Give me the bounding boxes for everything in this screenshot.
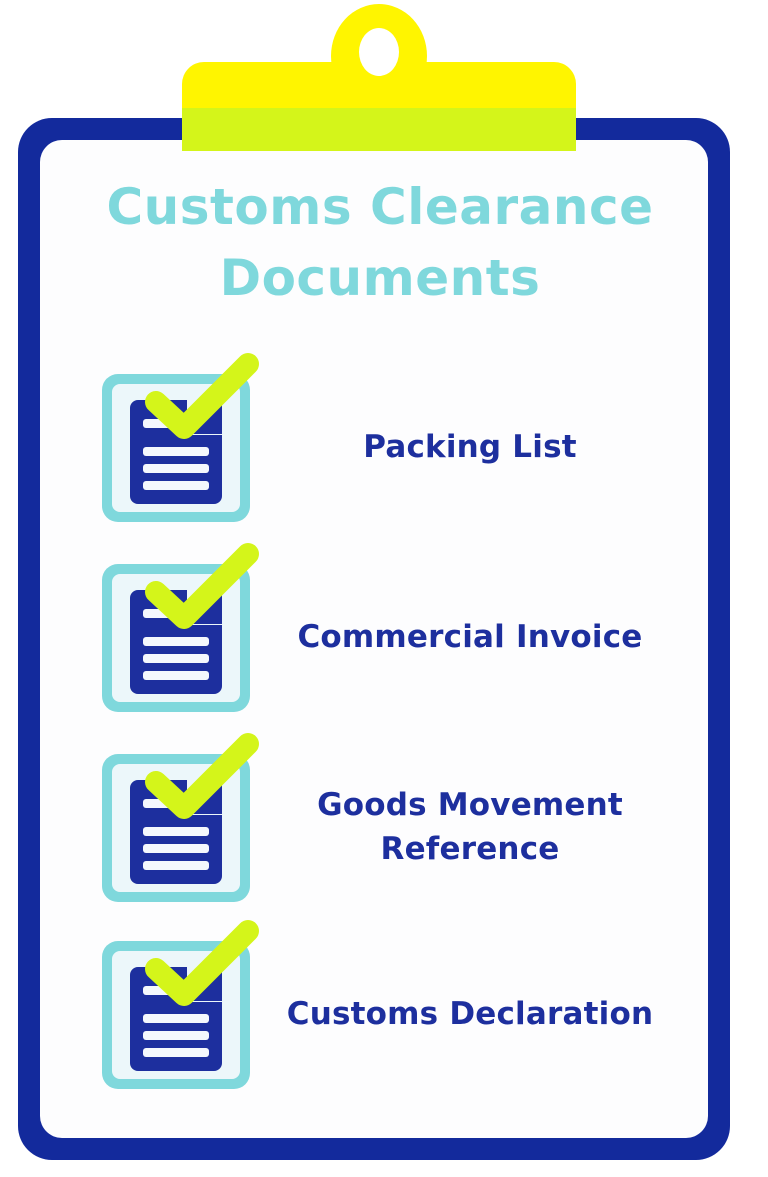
document-line-icon [143, 418, 176, 428]
list-item-label: Customs Declaration [286, 996, 654, 1033]
document-line-icon [143, 1031, 209, 1040]
checkmark-icon [145, 732, 259, 819]
clip-body-lower-icon [182, 106, 576, 151]
page-title: Customs Clearance Documents [70, 172, 690, 314]
list-item[interactable]: Goods Movement Reference [40, 732, 708, 922]
document-icon-group [40, 920, 259, 1102]
document-line-icon [143, 826, 209, 836]
document-list: Packing List Commercia [40, 352, 708, 1107]
document-line-icon [143, 463, 209, 473]
list-item[interactable]: Customs Declaration [40, 920, 708, 1107]
document-line-icon [143, 636, 209, 646]
clip-ring-icon [331, 4, 427, 108]
checkmark-icon [145, 542, 259, 629]
document-line-icon [143, 446, 209, 456]
document-line-icon [143, 1048, 209, 1057]
document-line-icon [143, 480, 209, 490]
document-line-icon [143, 860, 209, 870]
document-icon-group [40, 732, 259, 915]
list-item[interactable]: Commercial Invoice [40, 542, 708, 732]
document-line-icon [143, 798, 176, 808]
document-line-icon [143, 608, 176, 618]
list-item-label: Packing List [363, 428, 577, 465]
document-line-icon [143, 670, 209, 680]
checkmark-icon [145, 352, 259, 439]
clip-ring-hole-icon [359, 28, 399, 76]
checkmark-icon [145, 920, 259, 1006]
document-icon [130, 778, 223, 884]
document-icon-group [40, 352, 259, 535]
document-line-icon [143, 1014, 209, 1023]
list-item-label: Commercial Invoice [297, 618, 643, 655]
document-line-icon [143, 653, 209, 663]
page-title-text: Customs Clearance Documents [106, 178, 654, 307]
document-line-icon [143, 986, 176, 995]
list-item[interactable]: Packing List [40, 352, 708, 542]
document-icon-group [40, 542, 259, 725]
document-line-icon [143, 843, 209, 853]
list-item-label: Goods Movement Reference [317, 786, 623, 867]
